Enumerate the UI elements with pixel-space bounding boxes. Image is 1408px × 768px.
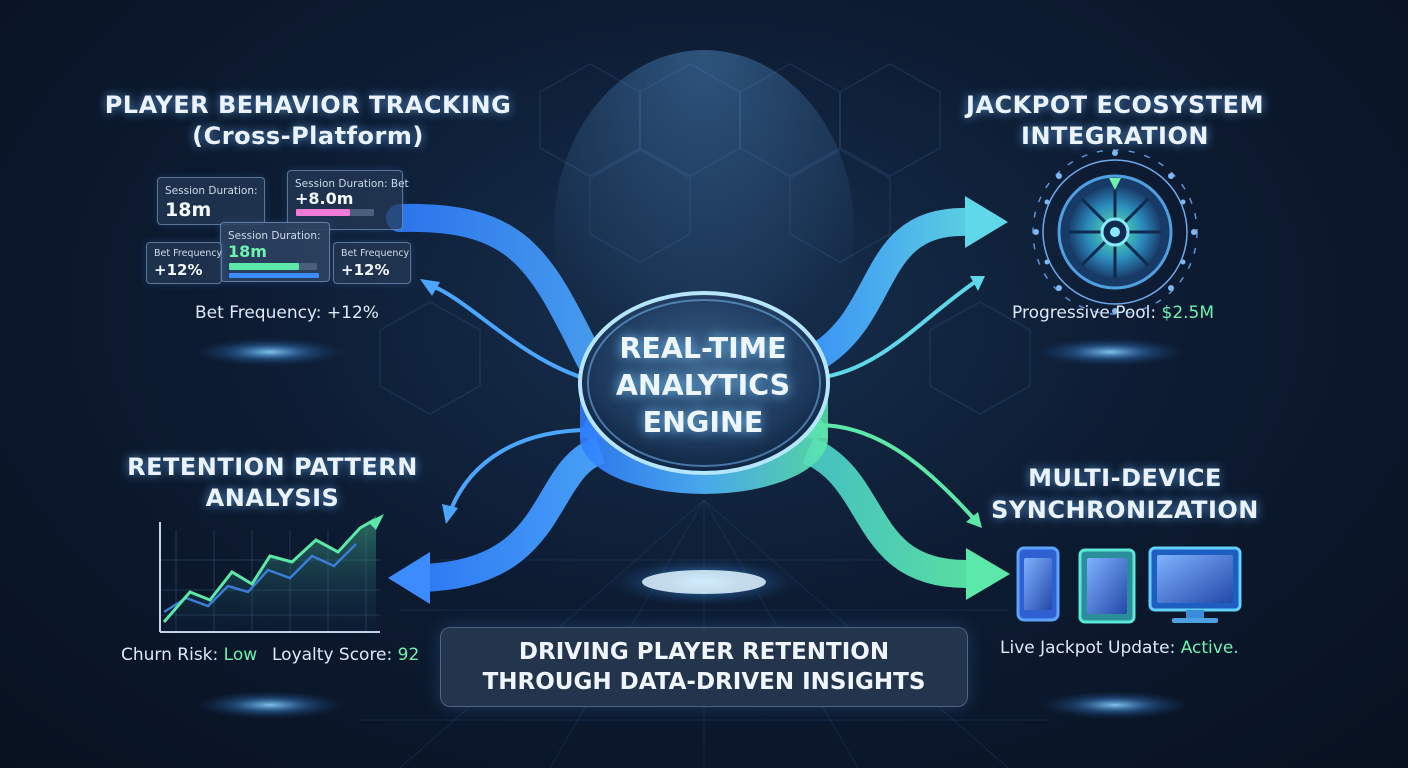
- devices-illustration: [1016, 546, 1242, 624]
- spotlight-glow: [195, 338, 345, 366]
- progressive-pool-caption: Progressive Pool: $2.5M: [1012, 303, 1215, 323]
- metric-card-bet-frequency-left: Bet Frequency +12%: [146, 242, 222, 284]
- live-jackpot-update-caption: Live Jackpot Update: Active.: [1000, 638, 1239, 658]
- spotlight-glow: [195, 691, 345, 719]
- arrow-from-behavior: [386, 203, 604, 374]
- behavior-tracking-title: PLAYER BEHAVIOR TRACKING (Cross-Platform…: [104, 91, 512, 150]
- jackpot-integration-title: JACKPOT ECOSYSTEM INTEGRATION: [966, 91, 1264, 150]
- arrowhead-multi: [966, 548, 1010, 600]
- churn-risk-caption: Churn Risk: Low: [121, 645, 258, 665]
- monitor-icon: [1148, 546, 1242, 623]
- arrow-to-multi-thick: [801, 437, 969, 589]
- floor-platform-ring: [642, 570, 766, 594]
- retention-line-chart: [159, 514, 384, 633]
- arrow-to-jackpot-thick: [811, 207, 971, 367]
- retention-banner: DRIVING PLAYER RETENTION THROUGH DATA-DR…: [440, 627, 968, 707]
- metric-card-session-duration: Session Duration: 18m: [157, 177, 265, 225]
- loyalty-score-caption: Loyalty Score: 92: [272, 645, 420, 665]
- retention-analysis-title: RETENTION PATTERN ANALYSIS: [127, 453, 418, 512]
- session-bet-bar: [296, 209, 350, 216]
- spotlight-glow: [1035, 338, 1185, 366]
- analytics-engine-label: REAL-TIME ANALYTICS ENGINE: [615, 332, 791, 439]
- tablet-icon: [1078, 548, 1136, 624]
- arrow-to-retention-thick: [419, 436, 606, 592]
- session-duration-bar-track: [299, 263, 317, 270]
- metric-card-bet-frequency-right: Bet Frequency +12%: [333, 242, 411, 284]
- engine-disc: [578, 291, 830, 494]
- session-duration-bar-secondary: [229, 273, 319, 278]
- thin-flow-arrows: [420, 276, 985, 528]
- session-duration-bar: [229, 263, 299, 270]
- phone-icon: [1016, 546, 1060, 622]
- arrowhead-retention: [388, 552, 430, 604]
- metric-card-session-duration-highlight: Session Duration: 18m: [220, 222, 330, 282]
- metric-card-session-duration-bet: Session Duration: Bet +8.0m: [287, 170, 409, 230]
- flow-arrows: [386, 196, 1010, 604]
- jackpot-dial-icon: [1032, 149, 1198, 315]
- spotlight-glow: [1040, 691, 1190, 719]
- session-bet-bar-track: [350, 209, 374, 216]
- bet-frequency-caption: Bet Frequency: +12%: [195, 303, 379, 323]
- arrowhead-jackpot: [965, 196, 1008, 248]
- multi-device-title: MULTI-DEVICE SYNCHRONIZATION: [991, 464, 1259, 524]
